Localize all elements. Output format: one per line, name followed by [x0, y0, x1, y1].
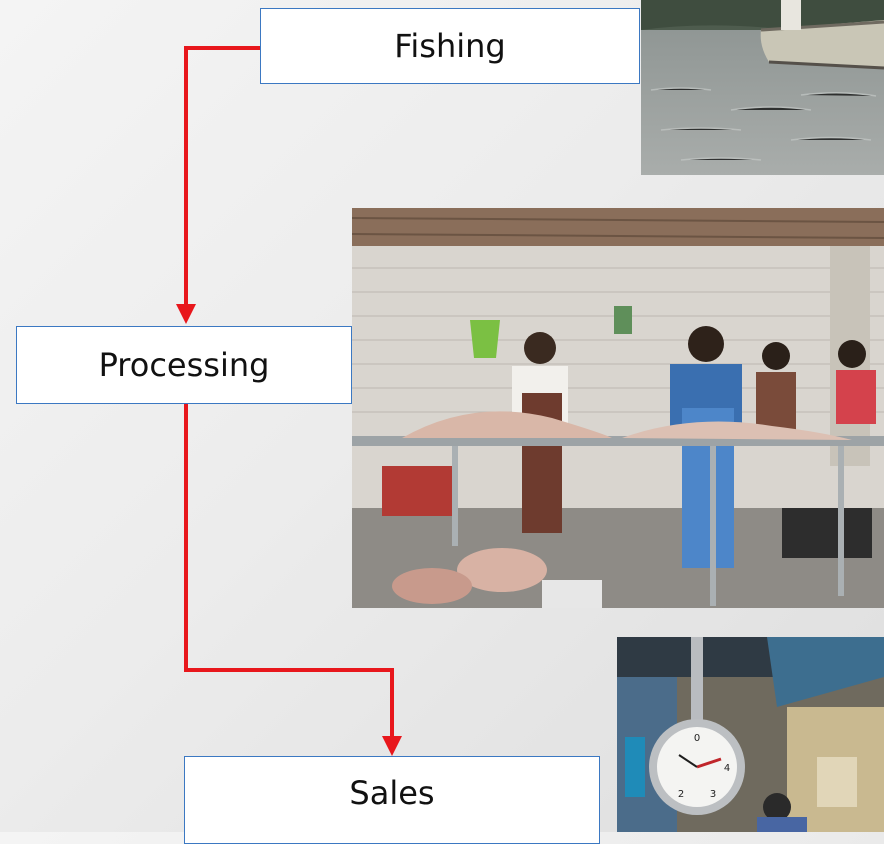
svg-text:0: 0	[694, 733, 700, 744]
svg-text:3: 3	[710, 789, 716, 800]
fish-processing-photo	[352, 208, 884, 608]
market-scale-photo: 0 4 3 2	[617, 637, 884, 832]
step-processing: Processing	[16, 326, 352, 404]
processing-to-sales-arrow	[184, 404, 402, 756]
fishing-boat-photo	[641, 0, 884, 175]
step-sales: Sales	[184, 756, 600, 844]
svg-text:4: 4	[724, 763, 730, 774]
step-fishing: Fishing	[260, 8, 640, 84]
fishing-to-processing-arrow	[176, 46, 261, 324]
svg-text:2: 2	[678, 789, 684, 800]
